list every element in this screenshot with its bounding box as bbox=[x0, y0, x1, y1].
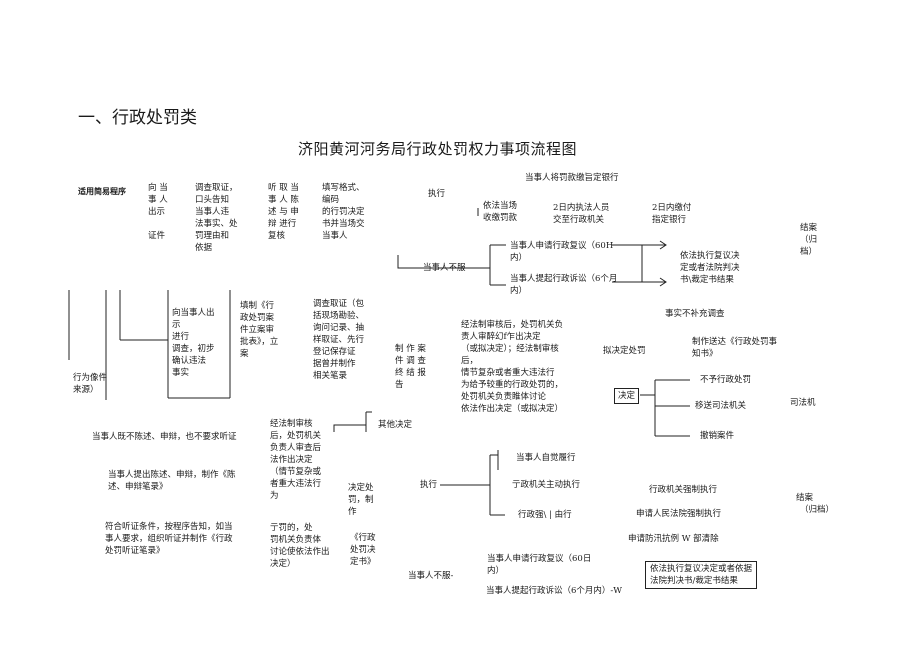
transfer-judicial-node: 移送司法机关 bbox=[695, 401, 747, 411]
agency-apply-node: 行政强\ | 由行 bbox=[518, 510, 572, 520]
archive-top-node: 结案 （归 档） bbox=[800, 223, 818, 257]
archive-bottom-node: 结案 bbox=[796, 493, 814, 503]
sue-top-node: 当事人提起行政诉讼（6个月 内） bbox=[510, 274, 618, 296]
show-id-node: 向 当 事 人 出示 证件 bbox=[148, 183, 168, 241]
enforce-bottom-node: 依法执行复议决定或者依据 法院判决书/裁定书结果 bbox=[645, 561, 758, 589]
enforce-top-node: 依法执行复议决 定或者法院判决 书\裁定书结果 bbox=[680, 251, 740, 285]
execute-bottom-node: 执行 bbox=[420, 480, 438, 490]
agency-execute-node: 亍政机关主动执行 bbox=[512, 480, 581, 490]
section-heading: 一、行政处罚类 bbox=[78, 108, 197, 128]
statement-record-node: 当事人提出陈述、申辩，制作《陈 述、申辩笔录》 bbox=[108, 470, 236, 492]
simple-procedure-label: 适用简易程序 bbox=[78, 187, 126, 196]
penalty-decision-book-node: 《行政 处罚决 定书》 bbox=[350, 533, 376, 567]
refuse-top-node: 当事人不服 bbox=[423, 263, 466, 273]
flowchart-title: 济阳黄河河务局行政处罚权力事项流程图 bbox=[298, 140, 578, 158]
no-hearing-request-node: 当事人既不陈述、申辩，也不要求听证 bbox=[92, 432, 237, 442]
archive-bottom-sub-node: （归档） bbox=[800, 505, 835, 515]
no-penalty-node: 不予行政处罚 bbox=[700, 375, 752, 385]
collect-fine-node: 依法当场 收缴罚款 bbox=[483, 201, 518, 223]
case-filing-node: 行为像件 来源） bbox=[73, 373, 108, 395]
investigate-2-node: 调查取证（包 括现场勘验、 询问记录、抽 样取证、先行 登记保存证 据曾并制作 … bbox=[313, 299, 365, 381]
penalty-decide-doc-node: 决定处 罚，制 作 bbox=[348, 483, 374, 517]
make-report-node: 制 作 案 件 调 查 终 结 报 告 bbox=[395, 344, 426, 390]
make-notice-node: 制作送达《行政处罚事 知书》 bbox=[692, 337, 778, 359]
apply-review-bottom-node: 当事人申请行政复议（60日 内） bbox=[487, 554, 592, 576]
two-days-deliver-node: 2日内执法人员 交至行政机关 bbox=[553, 203, 610, 225]
sue-bottom-node: 当事人提起行政诉讼（6个月内）-W bbox=[486, 586, 623, 596]
fill-approval-node: 填制《行 政处罚案 件立案审 批表》，立 案 bbox=[240, 301, 279, 359]
refuse-bottom-node: 当事人不服- bbox=[408, 571, 454, 581]
other-decision-node: 其他决定 bbox=[378, 420, 413, 430]
review-decide-2-node: 经法制审核 后，处罚机关 负责人审查后 法作出决定 （情节复杂或 者重大违法行 … bbox=[270, 419, 322, 501]
propose-penalty-node: 拟决定处罚 bbox=[603, 346, 646, 356]
show-id-2-node: 向当事人出 示 进行 调查，初步 确认违法 事实 bbox=[172, 308, 215, 378]
three-fold-node: 申请防汛抗例 W 部清除 bbox=[628, 534, 719, 544]
review-approve-node: 经法制审核后，处罚机关负 责人审醉幻f乍出决定 （或拟决定）；经法制审核 后， … bbox=[461, 320, 564, 414]
withdraw-case-node: 撤销案件 bbox=[700, 431, 735, 441]
collective-decide-node: 亍罚的，处 罚机关负责体 讨论使依法作出 决定） bbox=[270, 523, 330, 569]
pay-bank-node: 当事人将罚款缴旨定银行 bbox=[525, 173, 619, 183]
fill-form-node: 填写格式、 编码 的行罚决定 书并当场交 当事人 bbox=[322, 183, 365, 241]
hear-statement-node: 听 取 当 事 人 陈 述 与 申 辩 进行 复核 bbox=[268, 183, 299, 241]
two-days-pay-node: 2日内缴付 指定银行 bbox=[652, 203, 692, 225]
execute-top-node: 执行 bbox=[428, 189, 446, 199]
decide-node: 决定 bbox=[614, 388, 640, 404]
facts-unclear-node: 事实不补充调查 bbox=[665, 309, 725, 319]
voluntary-node: 当事人自觉履行 bbox=[516, 453, 576, 463]
investigate-inform-node: 调查取证， 口头告知 当事人违 法事实、处 罚理由和 依据 bbox=[195, 183, 238, 253]
judicial-organ-node: 司法机 bbox=[790, 398, 816, 408]
agency-force-node: 行政机关强制执行 bbox=[649, 485, 718, 495]
court-force-node: 申请人民法院强制执行 bbox=[636, 509, 722, 519]
apply-review-top-node: 当事人申请行政复议（60H 内） bbox=[510, 241, 614, 263]
hearing-record-node: 符合听证条件，按程序告知，如当 事人要求，组织听证并制作《行政 处罚听证笔录》 bbox=[105, 522, 233, 556]
